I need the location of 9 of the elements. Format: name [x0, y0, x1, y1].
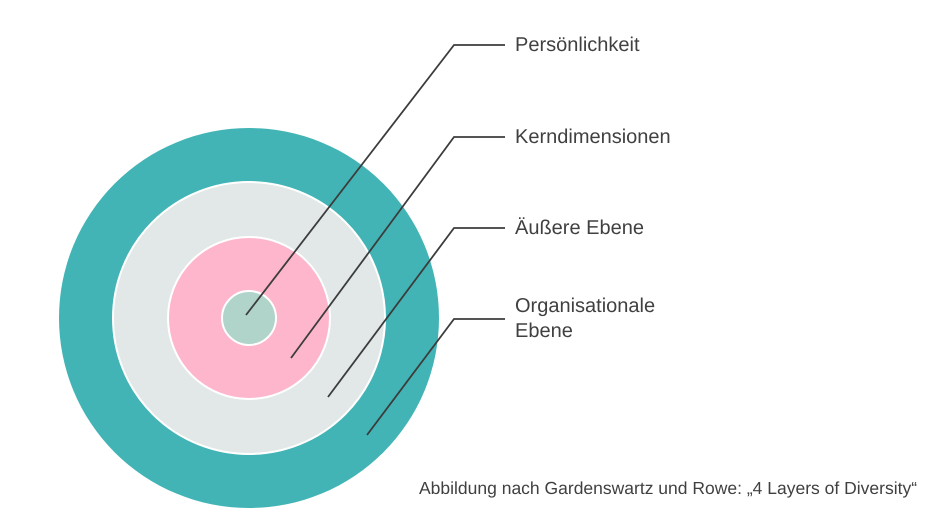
layer-label: Äußere Ebene — [515, 216, 644, 240]
layer-label: Persönlichkeit — [515, 32, 640, 58]
layer-label: Organisationale Ebene — [515, 294, 685, 344]
leader-line — [327, 227, 505, 398]
layer-label: Kerndimensionen — [515, 124, 671, 150]
leader-line — [366, 318, 505, 436]
leader-line — [290, 136, 505, 359]
leader-line — [245, 44, 505, 316]
caption: Abbildung nach Gardenswartz und Rowe: „4 Layers of Diversity“ — [419, 478, 918, 499]
